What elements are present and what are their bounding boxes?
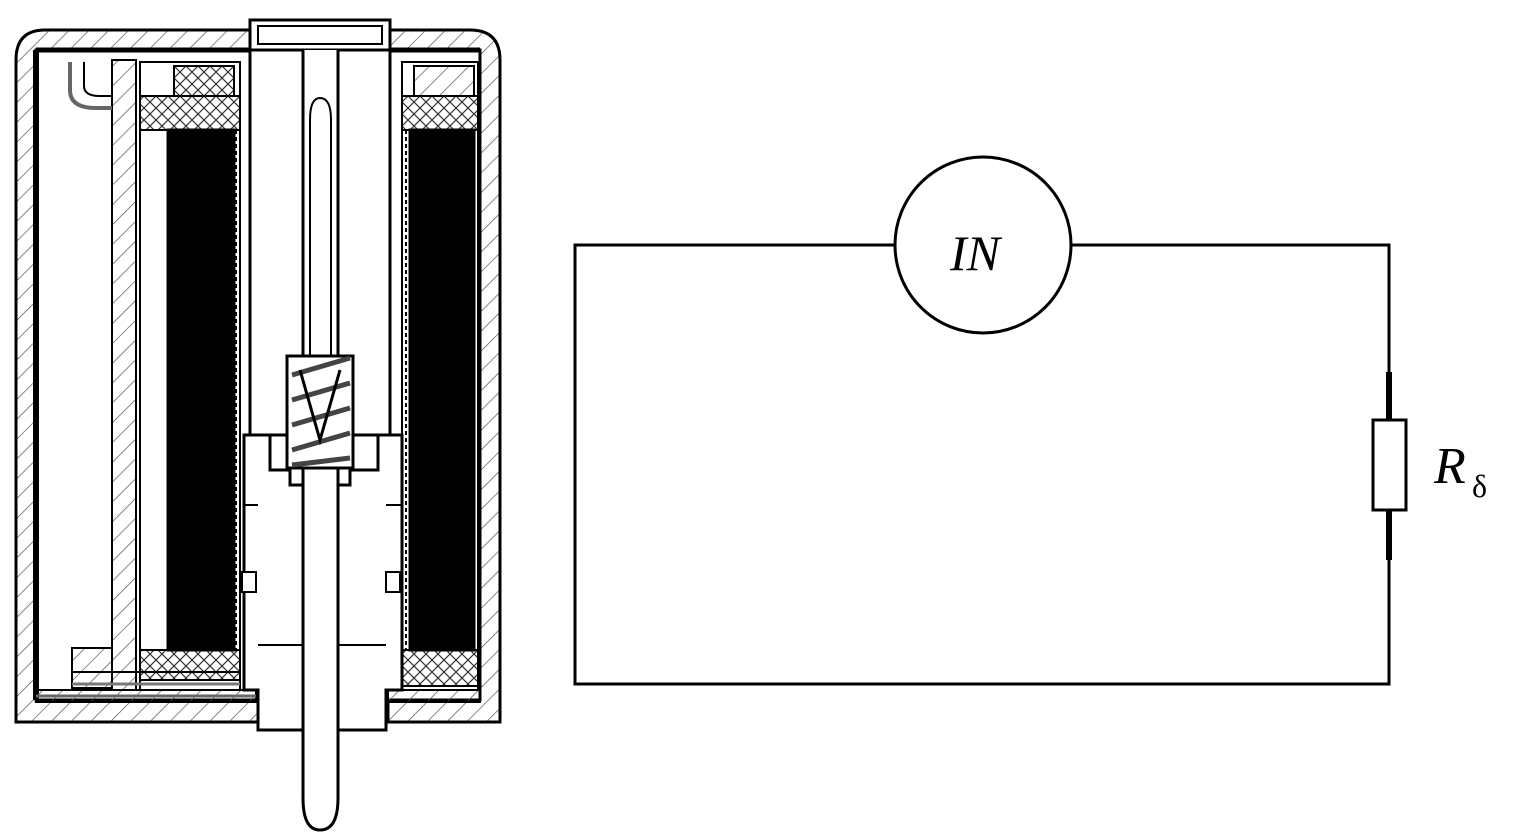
resistor-subscript: δ: [1472, 468, 1487, 504]
circuit-wire: [573, 243, 1391, 686]
electromagnet-section: [14, 18, 502, 832]
coil-right: [401, 61, 479, 691]
top-cap: [36, 18, 480, 53]
circuit-wire-top-right: [1071, 243, 1391, 372]
mmf-source-circle: [893, 155, 1073, 335]
resistor-body: [1371, 418, 1408, 512]
equivalent-circuit: [573, 155, 1408, 686]
inner-tube-left: [68, 59, 137, 691]
spring: [285, 354, 355, 470]
resistor-label: R: [1433, 438, 1466, 495]
coil-left: [139, 61, 241, 691]
mmf-source-label: IN: [949, 225, 1003, 281]
lower-spacers: [71, 647, 240, 689]
